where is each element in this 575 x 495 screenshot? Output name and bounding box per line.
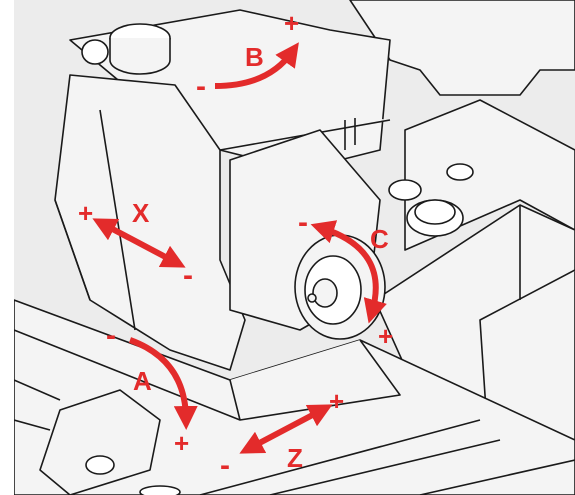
axis-z: Z + -	[220, 386, 344, 482]
x-minus-sign: -	[183, 259, 193, 292]
a-axis-label: A	[133, 366, 152, 396]
c-rotation-arrow	[310, 220, 387, 324]
z-axis-label: Z	[287, 443, 303, 473]
axis-c: C - +	[298, 206, 393, 351]
x-linear-arrow	[92, 218, 186, 268]
machine-diagram: B + - X + - C - + A - + Z + -	[14, 0, 575, 495]
z-plus-sign: +	[329, 386, 344, 416]
x-axis-label: X	[132, 198, 150, 228]
machine-linework	[14, 0, 575, 495]
axis-x: X + -	[78, 198, 193, 292]
c-minus-sign: -	[298, 206, 308, 239]
axis-b: B + -	[196, 8, 299, 103]
axis-a: A - +	[106, 319, 198, 458]
b-minus-sign: -	[196, 70, 206, 103]
x-plus-sign: +	[78, 198, 93, 228]
c-plus-sign: +	[378, 321, 393, 351]
b-plus-sign: +	[284, 8, 299, 38]
a-minus-sign: -	[106, 319, 116, 352]
diagram-canvas: B + - X + - C - + A - + Z + -	[14, 0, 575, 495]
z-minus-sign: -	[220, 449, 230, 482]
a-plus-sign: +	[174, 428, 189, 458]
c-axis-label: C	[370, 224, 389, 254]
z-linear-arrow	[239, 404, 333, 454]
b-axis-label: B	[245, 42, 264, 72]
b-rotation-arrow	[214, 42, 299, 89]
a-rotation-arrow	[128, 337, 198, 430]
